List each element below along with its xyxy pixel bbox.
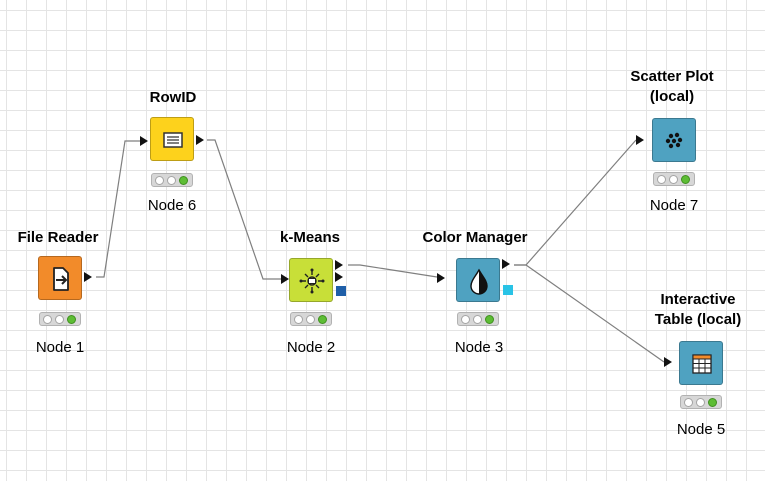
status-lights (151, 173, 193, 187)
node-label[interactable]: Node 6 (147, 197, 197, 214)
status-light-green (708, 398, 717, 407)
node-title: k-Means (279, 229, 341, 246)
status-light-green (179, 176, 188, 185)
color-drop-icon[interactable] (456, 258, 500, 302)
connection-2-3[interactable] (348, 264, 438, 278)
status-light-red (684, 398, 693, 407)
status-lights (680, 395, 722, 409)
status-light-green (681, 175, 690, 184)
status-light-green (318, 315, 327, 324)
status-light-yellow (167, 176, 176, 185)
node-title-line-2: (local) (649, 88, 695, 105)
status-lights (290, 312, 332, 326)
table-grid-icon[interactable] (679, 341, 723, 385)
status-light-green (67, 315, 76, 324)
output-port-2[interactable] (335, 272, 343, 282)
status-light-yellow (55, 315, 64, 324)
connection-1-6[interactable] (96, 140, 141, 278)
status-light-red (43, 315, 52, 324)
status-light-yellow (696, 398, 705, 407)
output-port[interactable] (502, 259, 510, 269)
node-label[interactable]: Node 1 (35, 339, 85, 356)
status-light-red (294, 315, 303, 324)
output-port[interactable] (84, 272, 92, 282)
status-light-red (155, 176, 164, 185)
node-label[interactable]: Node 2 (286, 339, 336, 356)
status-lights (653, 172, 695, 186)
output-port-1[interactable] (335, 260, 343, 270)
status-light-yellow (473, 315, 482, 324)
input-port[interactable] (664, 357, 672, 367)
status-light-red (657, 175, 666, 184)
scatter-dots-icon[interactable] (652, 118, 696, 162)
status-light-yellow (306, 315, 315, 324)
node-label[interactable]: Node 5 (676, 421, 726, 438)
input-port[interactable] (437, 273, 445, 283)
status-light-green (485, 315, 494, 324)
node-title-line-1: Interactive (660, 291, 736, 308)
node-title: File Reader (17, 229, 99, 246)
model-output-port[interactable] (336, 286, 346, 296)
node-title-line-2: Table (local) (654, 311, 742, 328)
file-import-icon[interactable] (38, 256, 82, 300)
status-lights (457, 312, 499, 326)
status-light-red (461, 315, 470, 324)
input-port[interactable] (281, 274, 289, 284)
status-light-yellow (669, 175, 678, 184)
node-label[interactable]: Node 7 (649, 197, 699, 214)
status-lights (39, 312, 81, 326)
color-model-output-port[interactable] (503, 285, 513, 295)
connection-3-5[interactable] (514, 264, 665, 363)
connection-6-2[interactable] (207, 139, 283, 280)
node-title: RowID (149, 89, 197, 106)
output-port[interactable] (196, 135, 204, 145)
table-list-icon[interactable] (150, 117, 194, 161)
node-label[interactable]: Node 3 (454, 339, 504, 356)
input-port[interactable] (636, 135, 644, 145)
node-title: Color Manager (422, 229, 528, 246)
node-title-line-1: Scatter Plot (630, 68, 714, 85)
cluster-icon[interactable] (289, 258, 333, 302)
input-port[interactable] (140, 136, 148, 146)
